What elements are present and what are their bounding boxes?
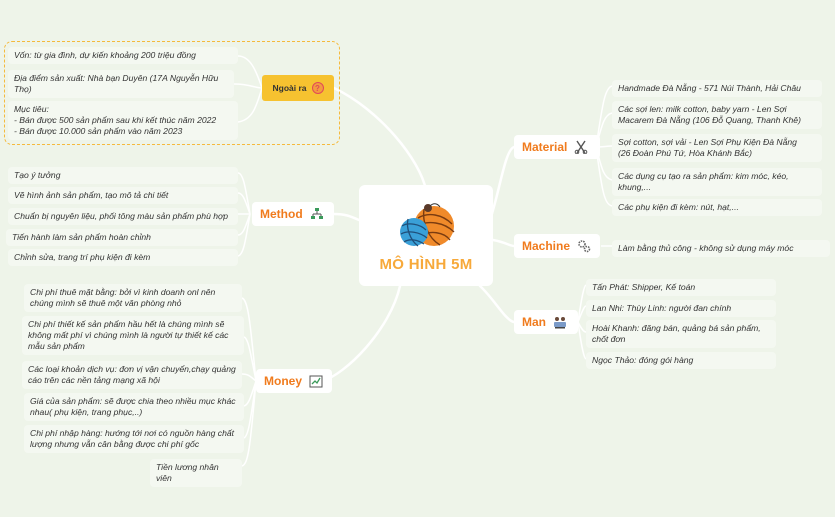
material-item: Các sợi len: milk cotton, baby yarn - Le… bbox=[612, 101, 822, 129]
branch-machine[interactable]: Machine bbox=[514, 234, 600, 258]
method-item: Chỉnh sửa, trang trí phụ kiện đi kèm bbox=[8, 249, 238, 266]
material-item: Handmade Đà Nẵng - 571 Núi Thành, Hải Ch… bbox=[612, 80, 822, 97]
central-title: MÔ HÌNH 5M bbox=[379, 256, 473, 273]
material-item: Các dụng cụ tạo ra sản phẩm: kim móc, ké… bbox=[612, 168, 822, 196]
branch-money[interactable]: Money bbox=[256, 369, 332, 393]
money-item: Chi phí thuê mặt bằng: bởi vì kinh doanh… bbox=[24, 284, 242, 312]
flowchart-icon bbox=[309, 206, 325, 222]
scissors-icon bbox=[573, 139, 589, 155]
connector-extra bbox=[332, 86, 428, 192]
money-item: Các loại khoản dịch vụ: đơn vị vận chuyể… bbox=[22, 361, 242, 389]
method-item: Tiến hành làm sản phẩm hoàn chỉnh bbox=[6, 229, 238, 246]
extra-item-location: Địa điểm sản xuất: Nhà bạn Duyên (17A Ng… bbox=[8, 70, 234, 98]
extra-group-frame bbox=[4, 41, 340, 145]
method-item: Chuẩn bị nguyên liệu, phối tông màu sản … bbox=[8, 208, 238, 225]
method-item: Tạo ý tưởng bbox=[8, 167, 238, 184]
man-item: Ngọc Thảo: đóng gói hàng bbox=[586, 352, 776, 369]
branch-material-label: Material bbox=[522, 140, 568, 154]
money-item: Chi phí nhập hàng: hướng tới nơi có nguồ… bbox=[24, 425, 244, 453]
branch-man[interactable]: Man bbox=[514, 310, 578, 334]
extra-item-capital: Vốn: từ gia đình, dự kiến khoảng 200 tri… bbox=[8, 47, 238, 64]
material-item: Các phụ kiện đi kèm: nút, hạt,... bbox=[612, 199, 822, 216]
connector-machine bbox=[491, 238, 516, 248]
gears-icon bbox=[576, 238, 592, 254]
man-item: Lan Nhi: Thùy Linh: người đan chính bbox=[586, 300, 776, 317]
method-item: Vẽ hình ảnh sản phẩm, tạo mô tả chi tiết bbox=[8, 187, 238, 204]
branch-method-label: Method bbox=[260, 207, 303, 221]
branch-material[interactable]: Material bbox=[514, 135, 600, 159]
extra-label: Ngoài ra bbox=[272, 83, 307, 93]
central-topic[interactable]: MÔ HÌNH 5M bbox=[359, 185, 493, 286]
branch-machine-label: Machine bbox=[522, 239, 571, 253]
yarn-balls-icon bbox=[400, 203, 455, 247]
money-chart-icon bbox=[308, 373, 324, 389]
connector-material bbox=[488, 145, 516, 222]
money-item: Chi phí thiết kế sản phẩm hầu hết là chú… bbox=[22, 316, 244, 355]
connector-man bbox=[478, 284, 516, 324]
material-item: Sợi cotton, sợi vải - Len Sợi Phụ Kiện Đ… bbox=[612, 134, 822, 162]
connector-money bbox=[320, 284, 402, 383]
man-item: Tấn Phát: Shipper, Kế toán bbox=[586, 279, 776, 296]
money-item: Giá của sản phẩm: sẽ được chia theo nhiề… bbox=[24, 393, 244, 421]
question-icon: ? bbox=[311, 82, 324, 94]
branch-money-label: Money bbox=[264, 374, 303, 388]
extra-item-goals: Mục tiêu: - Bán được 500 sản phẩm sau kh… bbox=[8, 101, 238, 140]
connector-method bbox=[332, 212, 361, 222]
team-icon bbox=[552, 314, 568, 330]
extra-topic[interactable]: Ngoài ra ? bbox=[262, 75, 334, 101]
branch-man-label: Man bbox=[522, 315, 546, 329]
branch-method[interactable]: Method bbox=[252, 202, 334, 226]
money-item: Tiền lương nhân viên bbox=[150, 459, 242, 487]
machine-item: Làm bằng thủ công - không sử dụng máy mó… bbox=[612, 240, 830, 257]
man-item: Hoài Khanh: đăng bán, quảng bá sản phẩm,… bbox=[586, 320, 776, 348]
